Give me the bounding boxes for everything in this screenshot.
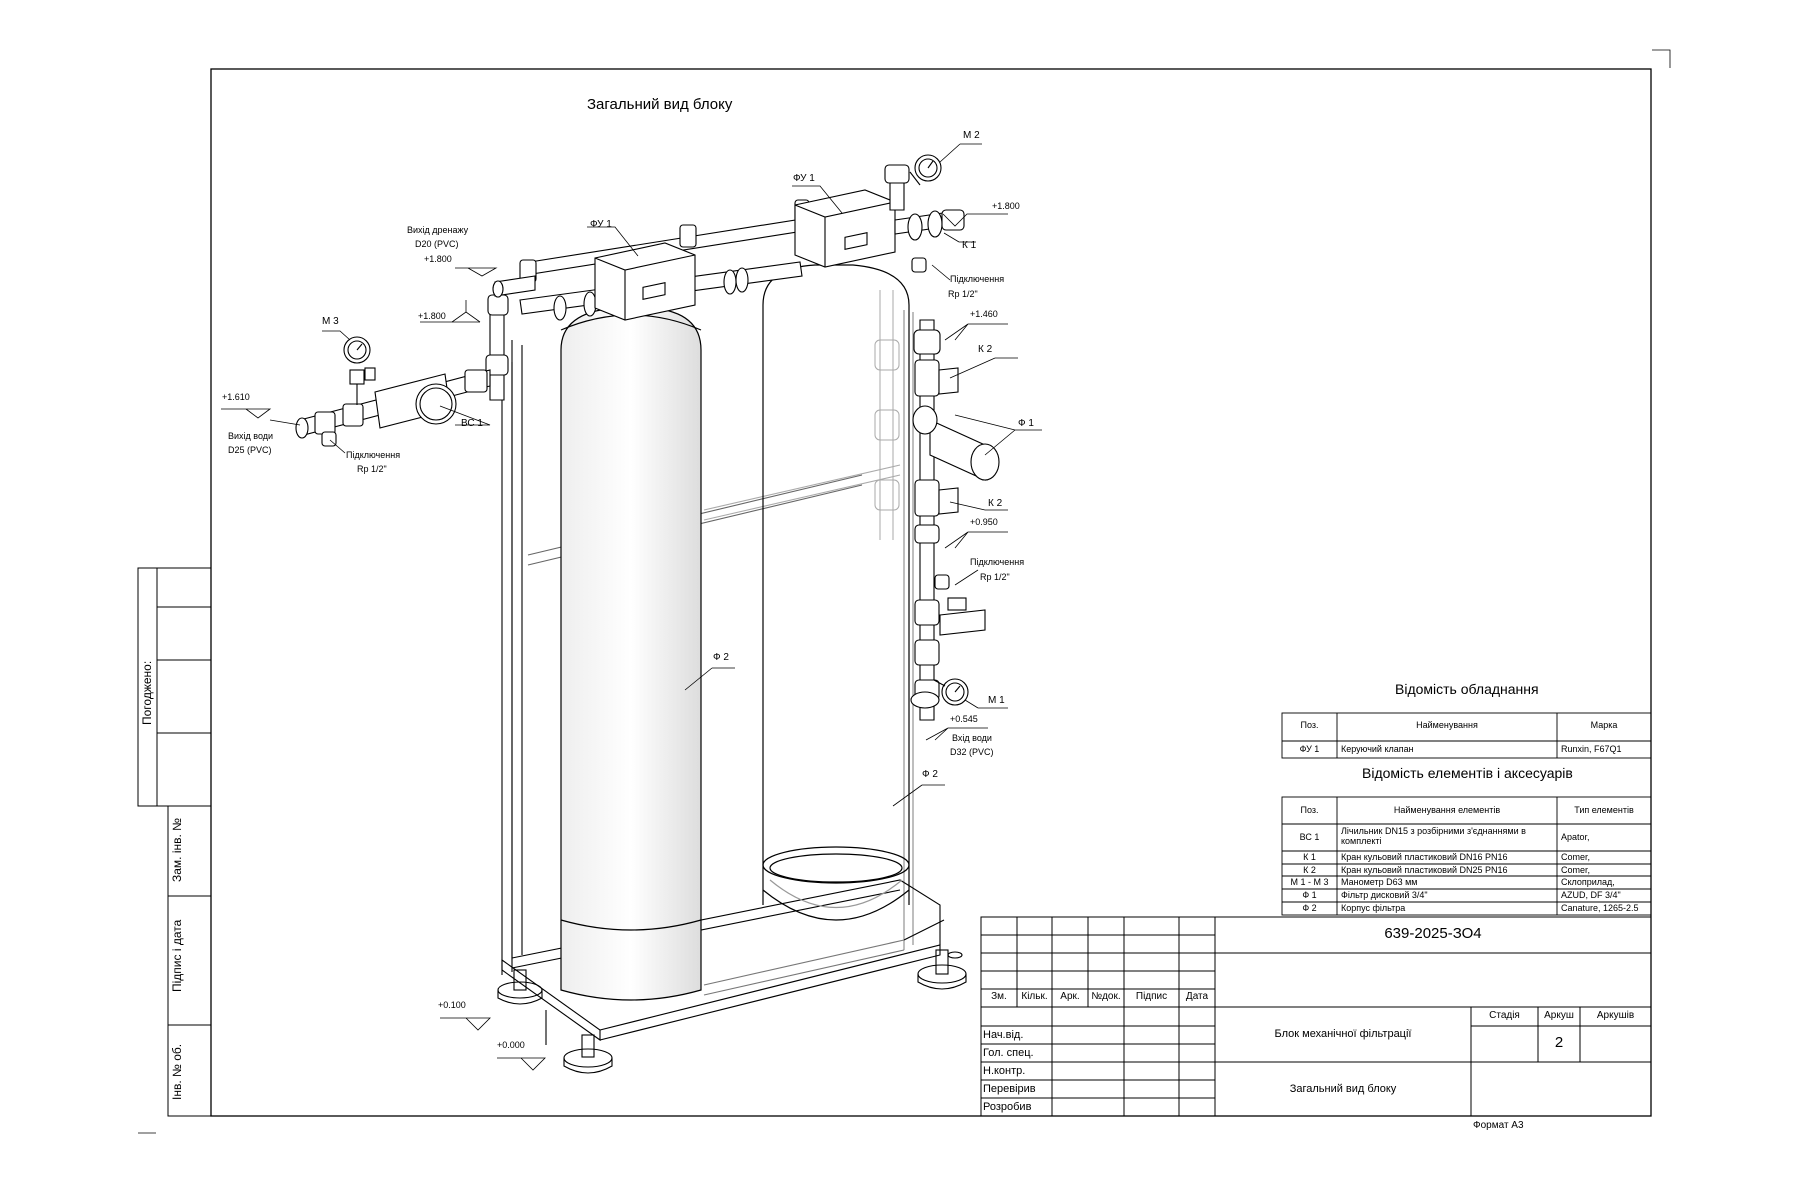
elements-row-type: Склоприлад, [1561, 877, 1615, 887]
elev-1460: +1.460 [970, 309, 998, 319]
label-conn-mid-size: Rp 1/2" [980, 572, 1010, 582]
role-checked: Перевірив [983, 1083, 1036, 1095]
label-fu1-left: ФУ 1 [590, 219, 612, 230]
side-stamp-grid [137, 567, 212, 1117]
tank-right [762, 264, 910, 921]
paper-format: Формат А3 [1473, 1120, 1524, 1131]
equipment-row-name: Керуючий клапан [1341, 744, 1414, 754]
elements-row-name: Кран кульовий пластиковий DN16 PN16 [1341, 852, 1508, 862]
label-drain-out: Вихід дренажу [407, 225, 469, 235]
elev-1800-drain: +1.800 [424, 254, 452, 264]
stage-label: Стадія [1489, 1010, 1520, 1021]
sheets-label: Аркушів [1596, 1010, 1635, 1021]
label-drain-pipe: D20 (PVC) [415, 239, 459, 249]
elements-header-pos: Поз. [1300, 805, 1319, 815]
col-header-docnum: №док. [1091, 991, 1121, 1002]
label-conn-left: Підключення [346, 450, 401, 460]
sheet-label: Аркуш [1544, 1010, 1574, 1021]
col-header-qty: Кільк. [1021, 991, 1048, 1002]
title-block-grid [980, 916, 1652, 1117]
drawing-title: Загальний вид блоку [587, 96, 733, 113]
elements-row-pos: М 1 - М 3 [1290, 877, 1329, 887]
tank-left [560, 307, 702, 1001]
role-head: Нач.від. [983, 1029, 1024, 1041]
doc-code: 639-2025-ЗО4 [1384, 925, 1482, 942]
label-k2-top: К 2 [978, 344, 993, 355]
elements-row-pos: Ф 1 [1302, 890, 1317, 900]
label-conn-top-size: Rp 1/2" [948, 289, 978, 299]
elev-1800-right: +1.800 [992, 201, 1020, 211]
elements-row-type: Canature, 1265-2.5 [1561, 903, 1639, 913]
elements-row-name: Кран кульовий пластиковий DN25 PN16 [1341, 865, 1508, 875]
elements-row-type: Comer, [1561, 852, 1591, 862]
label-fu1-right: ФУ 1 [793, 173, 815, 184]
leader-lines [221, 143, 1042, 1071]
label-f2-right: Ф 2 [922, 769, 938, 780]
role-normcontrol: Н.контр. [983, 1065, 1026, 1077]
elements-row-type: Comer, [1561, 865, 1591, 875]
equipment-table-grid [1281, 712, 1652, 759]
role-chief: Гол. спец. [983, 1047, 1034, 1059]
elements-table-grid [1281, 796, 1652, 916]
equipment-header-name: Найменування [1416, 720, 1478, 730]
sheet-number: 2 [1554, 1034, 1564, 1051]
col-header-sheet: Арк. [1060, 991, 1080, 1002]
elements-row-pos: К 1 [1303, 852, 1316, 862]
label-bc1: ВС 1 [461, 418, 483, 429]
elements-header-name: Найменування елементів [1393, 805, 1501, 815]
equipment-header-brand: Марка [1590, 720, 1618, 730]
elements-header-type: Тип елементів [1574, 805, 1634, 815]
label-f2-left: Ф 2 [713, 652, 729, 663]
elements-row-type: AZUD, DF 3/4" [1561, 890, 1621, 900]
elements-row-name: Манометр D63 мм [1341, 877, 1418, 887]
label-water-out: Вихід води [228, 431, 274, 441]
left-meter-assembly [295, 336, 491, 447]
label-conn-mid: Підключення [970, 557, 1025, 567]
equipment-row-brand: Runxin, F67Q1 [1561, 744, 1622, 754]
label-conn-left-size: Rp 1/2" [357, 464, 387, 474]
elements-table-title: Відомість елементів і аксесуарів [1362, 765, 1573, 781]
sheet-name: Загальний вид блоку [1289, 1083, 1397, 1095]
label-water-out-pipe: D25 (PVC) [228, 445, 272, 455]
elev-0545: +0.545 [950, 714, 978, 724]
label-m3: М 3 [322, 316, 339, 327]
label-m2: М 2 [963, 130, 980, 141]
label-conn-top: Підключення [950, 274, 1005, 284]
crop-marks [138, 49, 1671, 1134]
col-header-rev: Зм. [991, 991, 1007, 1002]
elev-1610: +1.610 [222, 392, 250, 402]
role-developed: Розробив [983, 1101, 1032, 1113]
col-header-signature: Підпис [1135, 991, 1168, 1002]
label-m1: М 1 [988, 695, 1005, 706]
label-water-in: Вхід води [952, 733, 992, 743]
stamp-inv-orig: Інв. № об. [170, 1043, 184, 1100]
elev-1800-left: +1.800 [418, 311, 446, 321]
elements-row-name: Фільтр дисковий 3/4" [1341, 890, 1428, 900]
elements-row-name: Корпус фільтра [1341, 903, 1406, 913]
ghost-pipes [874, 290, 900, 540]
equipment-table-title: Відомість обладнання [1395, 681, 1539, 697]
label-k2-bottom: К 2 [988, 498, 1003, 509]
label-k1: К 1 [962, 240, 977, 251]
stamp-replaced-inv: Зам. інв. № [170, 817, 184, 882]
stamp-signature-date: Підпис і дата [170, 919, 184, 992]
elements-row-type: Apator, [1561, 832, 1590, 842]
elev-0950: +0.950 [970, 517, 998, 527]
elements-row-pos: Ф 2 [1302, 903, 1317, 913]
elements-row-pos: ВС 1 [1299, 832, 1320, 842]
label-water-in-pipe: D32 (PVC) [950, 747, 994, 757]
elements-row-pos: К 2 [1303, 865, 1316, 875]
label-f1: Ф 1 [1018, 418, 1034, 429]
elev-0000: +0.000 [497, 1040, 525, 1050]
top-manifold [485, 154, 965, 401]
stamp-agreed: Погоджено: [140, 660, 154, 725]
col-header-date: Дата [1185, 991, 1209, 1002]
elev-0100: +0.100 [438, 1000, 466, 1010]
right-riser-assembly [910, 319, 1000, 721]
equipment-row-pos: ФУ 1 [1299, 744, 1320, 754]
equipment-header-pos: Поз. [1300, 720, 1319, 730]
elements-row-name: Лічильник DN15 з розбірними з'єднаннями … [1341, 826, 1526, 846]
project-name: Блок механічної фільтрації [1274, 1028, 1412, 1040]
